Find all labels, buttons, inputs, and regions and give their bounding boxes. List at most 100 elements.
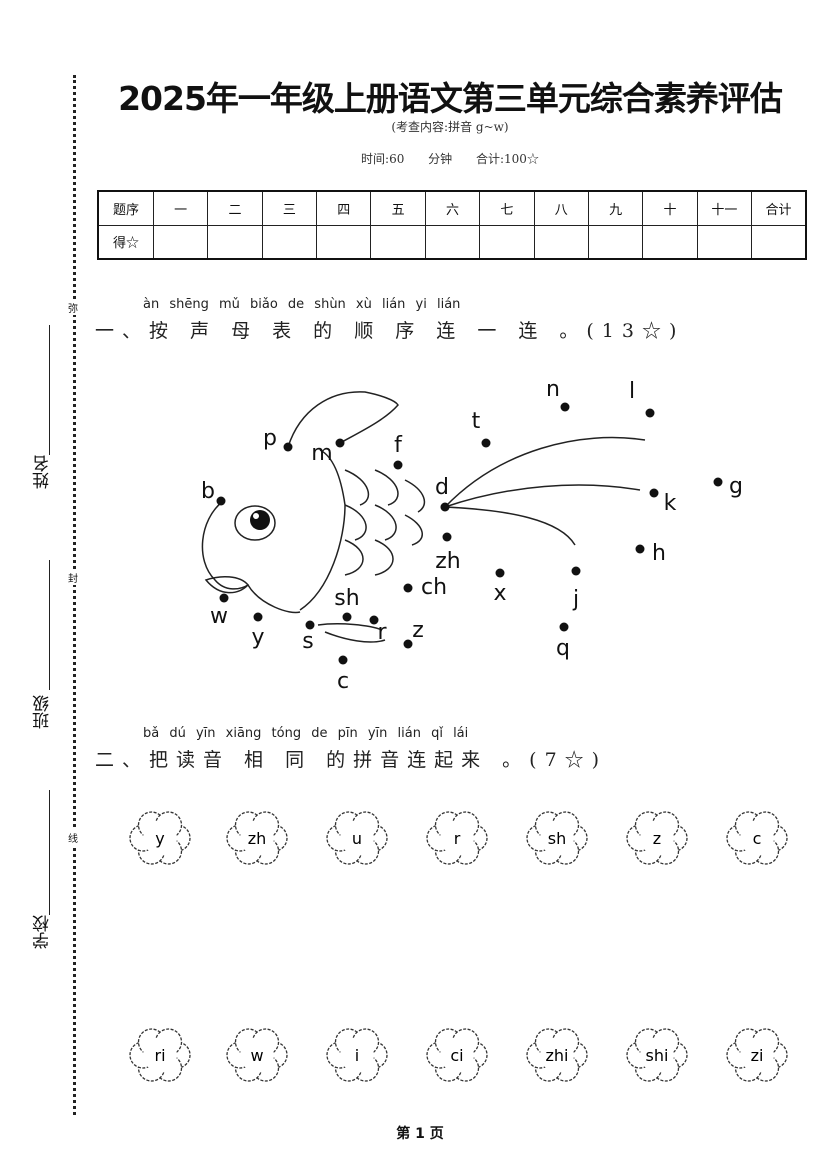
table-header-cell: 合计 bbox=[751, 190, 807, 226]
connect-dot[interactable] bbox=[571, 566, 581, 576]
connect-dot[interactable] bbox=[403, 639, 413, 649]
seal-mark: 封 bbox=[68, 570, 78, 585]
table-row: 题序一二三四五六七八九十十一合计 bbox=[97, 190, 807, 226]
flower-label: ri bbox=[154, 1046, 165, 1065]
connect-dot[interactable] bbox=[481, 438, 491, 448]
table-header-cell: 十一 bbox=[696, 190, 753, 226]
letter-label: h bbox=[652, 541, 666, 566]
pinyin-flower[interactable]: w bbox=[226, 1028, 288, 1082]
score-cell[interactable] bbox=[533, 224, 589, 260]
letter-label: x bbox=[493, 581, 506, 606]
connect-dot[interactable] bbox=[403, 583, 413, 593]
connect-dot[interactable] bbox=[559, 622, 569, 632]
flower-label: w bbox=[250, 1046, 263, 1065]
connect-dot[interactable] bbox=[645, 408, 655, 418]
connect-dot[interactable] bbox=[635, 544, 645, 554]
pinyin-flower[interactable]: i bbox=[326, 1028, 388, 1082]
flower-label: sh bbox=[548, 829, 566, 848]
letter-label: j bbox=[572, 587, 579, 612]
letter-label: p bbox=[263, 426, 277, 451]
letter-label: m bbox=[311, 441, 332, 466]
score-cell[interactable] bbox=[479, 224, 535, 260]
connect-dot[interactable] bbox=[342, 612, 352, 622]
letter-label: y bbox=[251, 625, 264, 650]
flower-label: zh bbox=[248, 829, 267, 848]
table-header-cell: 二 bbox=[207, 190, 263, 226]
flower-label: u bbox=[352, 829, 362, 848]
flower-label: c bbox=[753, 829, 762, 848]
letter-label: r bbox=[377, 620, 387, 645]
table-header-cell: 九 bbox=[587, 190, 644, 226]
page-number: 第 1 页 bbox=[396, 1126, 444, 1142]
letter-label: c bbox=[337, 669, 349, 694]
score-cell[interactable] bbox=[207, 224, 263, 260]
letter-label: b bbox=[201, 479, 215, 504]
letter-label: q bbox=[556, 636, 570, 661]
connect-dot[interactable] bbox=[560, 402, 570, 412]
connect-dot[interactable] bbox=[305, 620, 315, 630]
letter-label: ch bbox=[421, 575, 447, 600]
letter-label: s bbox=[302, 629, 313, 654]
score-cell[interactable] bbox=[587, 224, 644, 260]
connect-dot[interactable] bbox=[649, 488, 659, 498]
seal-mark: 线 bbox=[68, 830, 78, 845]
name-field[interactable] bbox=[49, 325, 50, 455]
connect-dot[interactable] bbox=[393, 460, 403, 470]
connect-dot[interactable] bbox=[440, 502, 450, 512]
score-cell[interactable] bbox=[370, 224, 426, 260]
letter-label: zh bbox=[435, 549, 461, 574]
flower-label: zi bbox=[751, 1046, 764, 1065]
table-header-cell: 五 bbox=[370, 190, 426, 226]
section1-heading: 一、按 声 母 表 的 顺 序 连 一 连 。(13☆) bbox=[95, 320, 685, 342]
fish-outline bbox=[201, 391, 646, 643]
pinyin-flower[interactable]: y bbox=[129, 811, 191, 865]
pinyin-flower[interactable]: zhi bbox=[526, 1028, 588, 1082]
table-header-cell: 题序 bbox=[97, 190, 154, 226]
flower-label: ci bbox=[450, 1046, 463, 1065]
connect-dot[interactable] bbox=[369, 615, 379, 625]
pinyin-flower[interactable]: z bbox=[626, 811, 688, 865]
score-cell[interactable] bbox=[424, 224, 481, 260]
page-title: 2025年一年级上册语文第三单元综合素养评估 bbox=[118, 79, 783, 118]
connect-dot[interactable] bbox=[338, 655, 348, 665]
letter-label: t bbox=[472, 409, 481, 434]
letter-label: l bbox=[629, 379, 635, 404]
connect-dot[interactable] bbox=[219, 593, 229, 603]
pinyin-flower[interactable]: ci bbox=[426, 1028, 488, 1082]
connect-dot[interactable] bbox=[216, 496, 226, 506]
school-field[interactable] bbox=[49, 790, 50, 915]
connect-dot[interactable] bbox=[442, 532, 452, 542]
section2-pinyin: bǎ dú yīn xiāng tóng de pīn yīn lián qǐ … bbox=[143, 726, 469, 741]
pinyin-flower[interactable]: shi bbox=[626, 1028, 688, 1082]
pinyin-flower[interactable]: sh bbox=[526, 811, 588, 865]
section2-heading: 二、把读音 相 同 的拼音连起来 。(7☆) bbox=[95, 749, 608, 771]
pinyin-flower[interactable]: u bbox=[326, 811, 388, 865]
flower-label: shi bbox=[646, 1046, 669, 1065]
connect-dot[interactable] bbox=[495, 568, 505, 578]
seal-line bbox=[73, 75, 76, 1115]
pinyin-flower[interactable]: zh bbox=[226, 811, 288, 865]
connect-dot[interactable] bbox=[253, 612, 263, 622]
class-field[interactable] bbox=[49, 560, 50, 690]
pinyin-flower[interactable]: r bbox=[426, 811, 488, 865]
connect-dot[interactable] bbox=[335, 438, 345, 448]
flower-label: i bbox=[355, 1046, 359, 1065]
connect-dot[interactable] bbox=[283, 442, 293, 452]
score-cell[interactable] bbox=[751, 224, 807, 260]
letter-label: n bbox=[546, 377, 560, 402]
letter-label: z bbox=[412, 618, 424, 643]
pinyin-flower[interactable]: ri bbox=[129, 1028, 191, 1082]
connect-dot[interactable] bbox=[713, 477, 723, 487]
letter-label: d bbox=[435, 475, 449, 500]
table-row: 得☆ bbox=[97, 224, 807, 260]
section1-pinyin: àn shēng mǔ biǎo de shùn xù lián yi lián bbox=[143, 297, 461, 312]
score-cell[interactable] bbox=[696, 224, 753, 260]
letter-label: k bbox=[664, 491, 677, 516]
pinyin-flower[interactable]: zi bbox=[726, 1028, 788, 1082]
pinyin-flower[interactable]: c bbox=[726, 811, 788, 865]
letter-label: w bbox=[210, 604, 228, 629]
flower-label: r bbox=[454, 829, 461, 848]
table-header-cell: 十 bbox=[642, 190, 698, 226]
flower-label: z bbox=[653, 829, 661, 848]
